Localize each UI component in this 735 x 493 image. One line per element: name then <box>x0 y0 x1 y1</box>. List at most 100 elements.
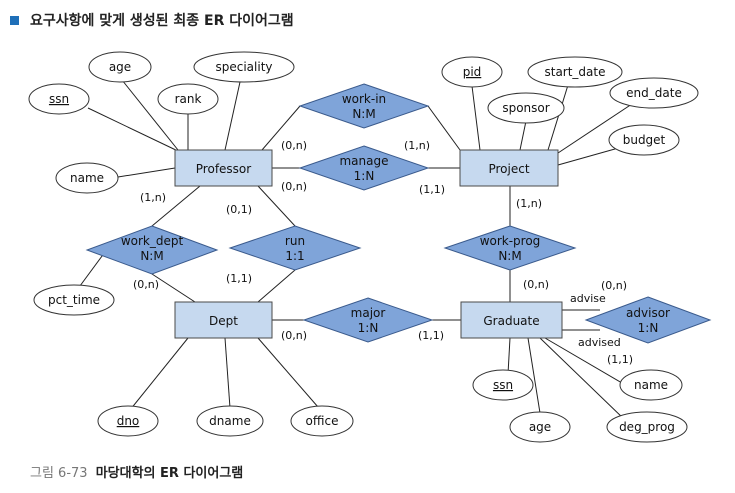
attribute-label: sponsor <box>502 101 549 115</box>
entity-label: Project <box>488 162 529 176</box>
relationship-name: run <box>285 234 305 248</box>
card-grad-workprog: (0,n) <box>523 278 549 291</box>
figure-title: 마당대학의 ER 다이어그램 <box>95 466 244 481</box>
relationship-work-dept: work_dept N:M <box>85 225 219 275</box>
card-prof-workin: (0,n) <box>281 139 307 152</box>
relationship-diamond <box>228 225 362 271</box>
relationship-name: work-prog <box>480 234 541 248</box>
card-proj-manage: (1,1) <box>419 183 445 196</box>
figure-number: 그림 6-73 <box>30 466 88 481</box>
attribute-label: age <box>109 60 131 74</box>
attribute-graduate-name: name <box>619 369 683 401</box>
relationship-name: major <box>351 306 386 320</box>
entity-project: Project <box>459 149 559 187</box>
entity-dept: Dept <box>174 301 273 339</box>
attribute-label: deg_prog <box>619 420 675 434</box>
entity-graduate: Graduate <box>460 301 563 339</box>
attribute-label: budget <box>623 133 666 147</box>
relationship-diamond <box>298 145 430 191</box>
attribute-speciality: speciality <box>193 51 295 83</box>
relationship-major: major 1:N <box>302 297 434 343</box>
relationship-cardinality: N:M <box>352 107 375 121</box>
relationship-name: work_dept <box>121 234 184 248</box>
attribute-name: name <box>55 162 119 194</box>
page-heading: 요구사항에 맞게 생성된 최종 ER 다이어그램 <box>10 8 294 32</box>
relationship-cardinality: 1:N <box>638 321 659 335</box>
relationship-cardinality: 1:N <box>354 169 375 183</box>
relationship-name: manage <box>339 154 388 168</box>
card-prof-manage: (0,n) <box>281 180 307 193</box>
attribute-label: ssn <box>493 378 513 392</box>
attribute-budget: budget <box>608 124 680 156</box>
card-advisor-advised: (1,1) <box>607 353 633 366</box>
heading-text: 요구사항에 맞게 생성된 최종 ER 다이어그램 <box>30 13 294 29</box>
relationship-cardinality: N:M <box>498 249 521 263</box>
attribute-end-date: end_date <box>609 77 699 109</box>
card-proj-workin: (1,n) <box>404 139 430 152</box>
relationship-cardinality: N:M <box>140 249 163 263</box>
attribute-dno: dno <box>97 405 159 437</box>
relationship-diamond <box>302 297 434 343</box>
entity-box <box>459 149 559 187</box>
relationship-cardinality: 1:1 <box>285 249 304 263</box>
attribute-sponsor: sponsor <box>487 92 565 124</box>
card-dept-major: (0,n) <box>281 329 307 342</box>
attribute-deg-prog: deg_prog <box>606 411 688 443</box>
attribute-start-date: start_date <box>527 56 623 88</box>
relationship-diamond <box>584 296 712 344</box>
heading-bullet <box>10 15 19 25</box>
attribute-label: age <box>529 420 551 434</box>
entity-label: Professor <box>196 162 251 176</box>
relationship-diamond <box>85 225 219 275</box>
relationship-cardinality: 1:N <box>358 321 379 335</box>
relationship-name: advisor <box>626 306 670 320</box>
attribute-office: office <box>290 405 354 437</box>
card-grad-major: (1,1) <box>418 329 444 342</box>
card-prof-run: (0,1) <box>226 203 252 216</box>
attribute-label: dname <box>209 414 251 428</box>
attribute-label: ssn <box>49 92 69 106</box>
attribute-label: speciality <box>215 60 272 74</box>
attribute-label: end_date <box>626 86 682 100</box>
attribute-label: dno <box>117 414 140 428</box>
relationship-run: run 1:1 <box>228 225 362 271</box>
attribute-dname: dname <box>196 405 264 437</box>
attribute-label: pct_time <box>48 293 100 307</box>
connection-lines <box>76 79 639 421</box>
attribute-graduate-age: age <box>509 411 571 443</box>
attribute-label: name <box>634 378 668 392</box>
attribute-graduate-ssn: ssn <box>472 369 534 401</box>
relationship-name: work-in <box>342 92 386 106</box>
entity-box <box>460 301 563 339</box>
attribute-ssn: ssn <box>28 83 90 115</box>
card-proj-workprog: (1,n) <box>516 197 542 210</box>
attribute-label: name <box>70 171 104 185</box>
cardinality-labels: (0,n) (1,n) (0,n) (1,1) (1,n) (0,1) (0,n… <box>133 139 633 366</box>
card-dept-run: (1,1) <box>226 272 252 285</box>
relationship-work-in: work-in N:M <box>298 83 430 129</box>
entity-label: Dept <box>209 314 238 328</box>
attribute-pid: pid <box>441 56 503 88</box>
entity-professor: Professor <box>174 149 273 187</box>
attribute-pct-time: pct_time <box>33 284 115 316</box>
attribute-label: office <box>306 414 339 428</box>
card-dept-workdept: (0,n) <box>133 278 159 291</box>
card-advisor-advise: (0,n) <box>601 279 627 292</box>
card-prof-workdept: (1,n) <box>140 191 166 204</box>
attribute-label: rank <box>175 92 202 106</box>
attribute-label: pid <box>463 65 482 79</box>
role-advised: advised <box>578 336 621 349</box>
relationship-diamond <box>298 83 430 129</box>
relationship-diamond <box>443 225 577 271</box>
figure-caption: 그림 6-73 마당대학의 ER 다이어그램 <box>30 462 243 481</box>
attribute-age: age <box>88 51 152 83</box>
attribute-label: start_date <box>544 65 605 79</box>
entity-box <box>174 149 273 187</box>
relationship-work-prog: work-prog N:M <box>443 225 577 271</box>
attribute-rank: rank <box>157 83 219 115</box>
role-advise: advise <box>570 292 606 305</box>
entity-box <box>174 301 273 339</box>
relationship-advisor: advisor 1:N <box>584 296 712 344</box>
entity-label: Graduate <box>483 314 539 328</box>
